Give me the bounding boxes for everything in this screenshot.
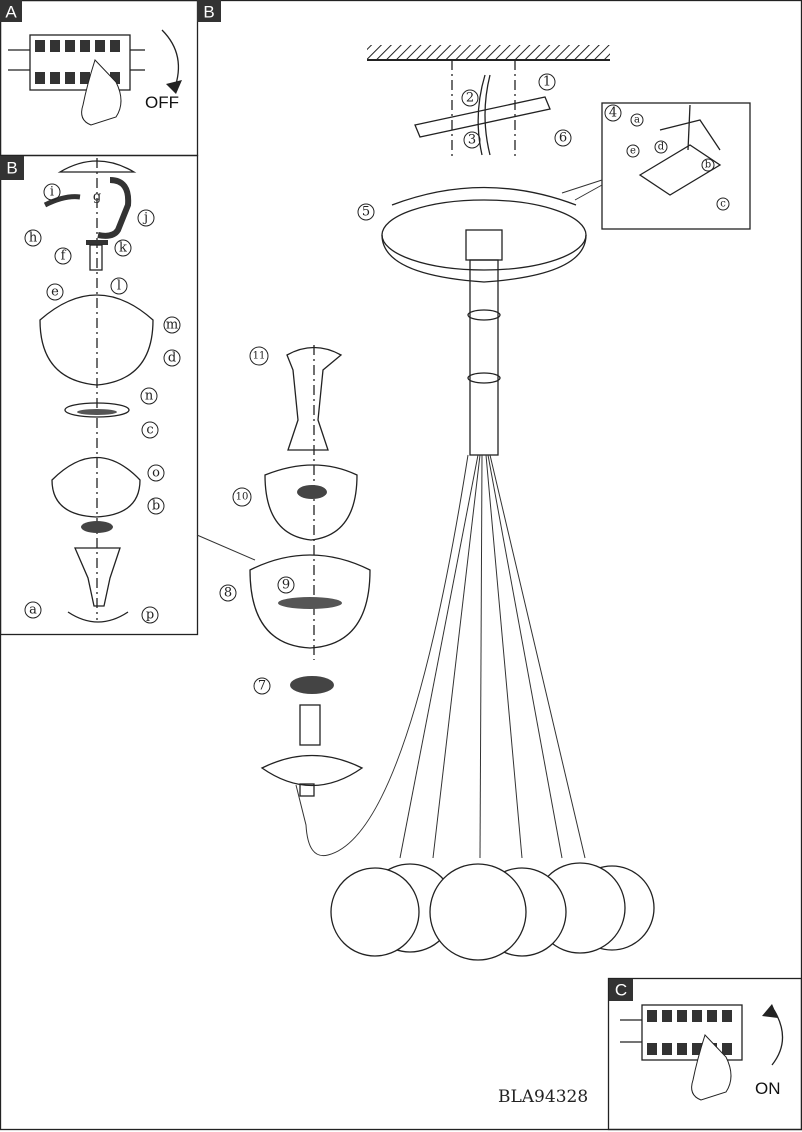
detail-step-b: b	[705, 160, 711, 171]
panel-c: C ON	[607, 977, 802, 1131]
detail-panel-label: B	[6, 159, 17, 178]
step-7: 7	[258, 679, 266, 694]
pendant-cables	[295, 454, 586, 859]
wiring-detail-box	[601, 102, 751, 230]
detail-step-e: e	[630, 146, 636, 157]
step-g: g	[93, 190, 101, 205]
rotate-arrow-icon	[771, 1009, 784, 1066]
circuit-breaker-icon	[8, 34, 145, 91]
step-d: d	[168, 351, 176, 366]
panel-c-label: C	[615, 981, 627, 1000]
ring-part	[64, 402, 130, 418]
step-3: 3	[468, 133, 476, 148]
circuit-breaker-icon	[620, 1004, 743, 1061]
step-5: 5	[362, 205, 370, 220]
panel-b-tag	[197, 0, 221, 22]
panel-a-label: A	[5, 3, 17, 22]
step-e: e	[51, 285, 59, 300]
socket-part	[74, 547, 121, 607]
step-c: c	[146, 423, 153, 438]
inner-globe	[51, 457, 141, 518]
step-8: 8	[224, 586, 232, 601]
detail-step-d: d	[658, 142, 665, 153]
ceiling-mount	[367, 45, 610, 160]
step-j: j	[142, 211, 148, 226]
step-p: p	[146, 608, 154, 623]
step-4: 4	[609, 106, 617, 121]
step-11: 11	[253, 351, 266, 362]
step-1: 1	[543, 75, 551, 90]
step-m: m	[166, 318, 178, 333]
on-label: ON	[755, 1079, 781, 1098]
step-h: h	[29, 231, 38, 246]
step-numbers: 1 2 3 4 5 6 7 8 9 10 11 a b c d e	[219, 73, 730, 695]
off-label: OFF	[145, 93, 179, 112]
step-a: a	[29, 603, 37, 618]
detail-step-a: a	[634, 115, 640, 126]
step-l: l	[117, 279, 121, 294]
outer-globe	[39, 294, 154, 386]
exploded-shade	[249, 345, 371, 797]
step-10: 10	[236, 492, 249, 503]
step-9: 9	[282, 578, 290, 593]
step-f: f	[61, 249, 67, 264]
pendant-shades	[330, 862, 655, 961]
hand-icon	[691, 1034, 732, 1101]
step-6: 6	[559, 131, 567, 146]
mounting-bracket	[414, 96, 551, 138]
model-code: BLA94328	[498, 1087, 588, 1107]
panel-b-label: B	[203, 3, 214, 22]
step-2: 2	[466, 91, 474, 106]
step-o: o	[152, 466, 160, 481]
step-b: b	[152, 499, 160, 514]
hand-icon	[81, 59, 122, 126]
suspension-rod	[469, 259, 499, 456]
step-i: i	[50, 185, 54, 200]
cap-part	[57, 160, 137, 173]
step-n: n	[145, 389, 154, 404]
panel-a-tag	[0, 0, 22, 22]
detail-step-c: c	[720, 199, 726, 210]
rotate-arrow-icon	[161, 29, 180, 91]
step-k: k	[119, 241, 127, 256]
shade-detail-panel: B i g j h f k e l m d n c o b a p	[0, 154, 199, 636]
panel-a: A OFF	[0, 0, 199, 157]
